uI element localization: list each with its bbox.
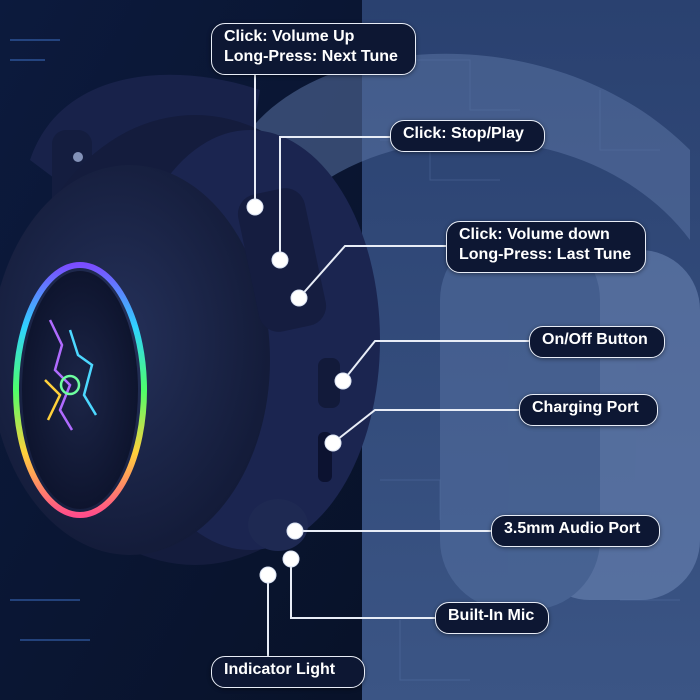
callout-volume-down: Click: Volume down Long-Press: Last Tune (446, 221, 646, 273)
callout-power: On/Off Button (529, 326, 665, 358)
callout-indicator-label: Indicator Light (224, 661, 336, 678)
power-switch (318, 358, 340, 408)
callout-volume-down-line2: Long-Press: Last Tune (459, 246, 632, 263)
volume-down-dot (290, 289, 308, 307)
rgb-ring (13, 262, 147, 518)
mic-dot (282, 550, 300, 568)
stop-play-dot (271, 251, 289, 269)
callout-mic-label: Built-In Mic (448, 607, 535, 624)
rgb-logo (44, 319, 98, 431)
callout-volume-up-line2: Long-Press: Next Tune (224, 48, 398, 65)
callout-audio-port-label: 3.5mm Audio Port (504, 520, 641, 537)
callout-volume-down-line1: Click: Volume down (459, 226, 610, 243)
hinge-screw (73, 152, 83, 162)
volume-up-dot (246, 198, 264, 216)
callout-stop-play-label: Click: Stop/Play (403, 125, 524, 142)
callout-mic: Built-In Mic (435, 602, 549, 634)
logo-disc (22, 271, 138, 509)
marker-dots (246, 198, 352, 584)
charging-dot (324, 434, 342, 452)
callout-stop-play: Click: Stop/Play (390, 120, 545, 152)
callout-audio-port: 3.5mm Audio Port (491, 515, 660, 547)
power-dot (334, 372, 352, 390)
callout-indicator: Indicator Light (211, 656, 365, 688)
callout-charging: Charging Port (519, 394, 658, 426)
callout-power-label: On/Off Button (542, 331, 648, 348)
callout-volume-up-line1: Click: Volume Up (224, 28, 355, 45)
audio-port-dot (286, 522, 304, 540)
leader-lines (254, 52, 529, 670)
callout-charging-label: Charging Port (532, 399, 639, 416)
indicator-dot (259, 566, 277, 584)
callout-volume-up: Click: Volume Up Long-Press: Next Tune (211, 23, 416, 75)
